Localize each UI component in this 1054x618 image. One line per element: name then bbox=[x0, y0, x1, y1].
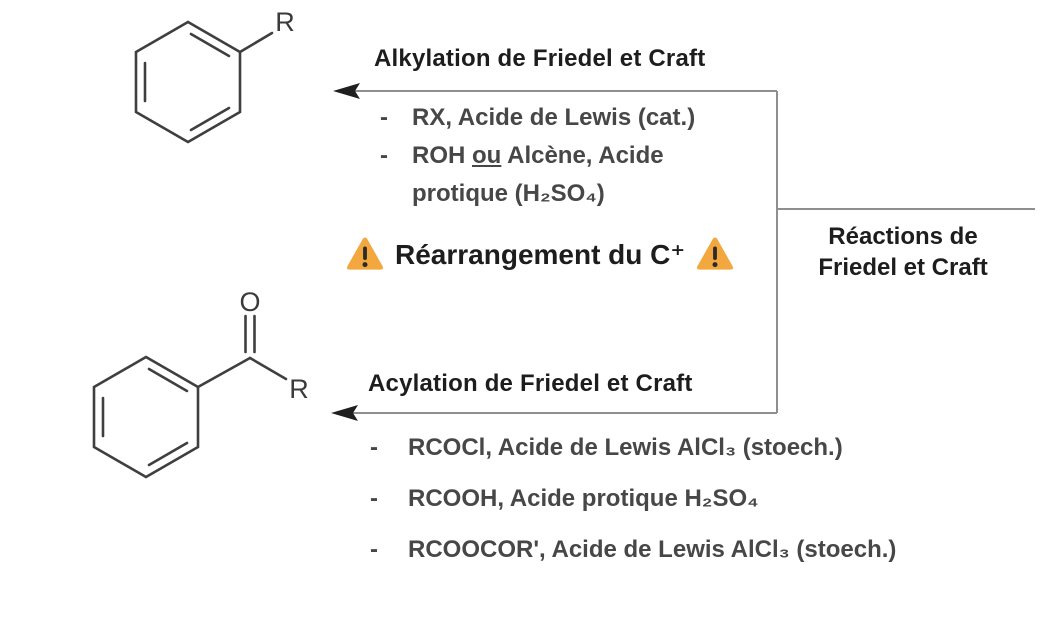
list-item: - ROH ou Alcène, Acide bbox=[380, 141, 695, 171]
condition-text: ROH ou Alcène, Acide bbox=[412, 141, 664, 171]
bond-to-substituent bbox=[238, 31, 274, 54]
reaction-category-label: Réactions de Friedel et Craft bbox=[779, 221, 1027, 283]
reaction-bracket bbox=[350, 90, 1035, 414]
condition-text-segment: Alcène, Acide bbox=[501, 142, 664, 169]
alkylation-title: Alkylation de Friedel et Craft bbox=[374, 45, 706, 72]
bullet-dash: - bbox=[370, 485, 378, 512]
benzene-ring bbox=[92, 355, 200, 479]
warning-text: Réarrangement du C⁺ bbox=[395, 239, 686, 270]
double-bond bbox=[189, 106, 231, 132]
acylation-arrowhead bbox=[331, 405, 358, 421]
condition-text: RCOCl, Acide de Lewis AlCl₃ (stoech.) bbox=[408, 434, 843, 461]
double-bond bbox=[147, 367, 189, 393]
list-item: - RCOCl, Acide de Lewis AlCl₃ (stoech.) bbox=[370, 433, 896, 463]
acylation-title: Acylation de Friedel et Craft bbox=[368, 370, 693, 397]
condition-text: RX, Acide de Lewis (cat.) bbox=[412, 104, 696, 131]
bullet-dash: - bbox=[380, 104, 388, 131]
alkylation-arrowhead bbox=[333, 83, 360, 99]
acylation-conditions-list: - RCOCl, Acide de Lewis AlCl₃ (stoech.) … bbox=[370, 433, 896, 586]
oxygen-label: O bbox=[239, 287, 260, 317]
alkylation-conditions-list: - RX, Acide de Lewis (cat.) - ROH ou Alc… bbox=[380, 103, 695, 217]
bullet-dash: - bbox=[380, 142, 388, 169]
bond-carbonyl-to-substituent bbox=[248, 356, 288, 381]
condition-text: protique (H₂SO₄) bbox=[412, 180, 605, 207]
substituent-label: R bbox=[275, 7, 295, 37]
rearrangement-warning: Réarrangement du C⁺ bbox=[345, 236, 735, 273]
alkyl-product-structure: R bbox=[134, 7, 295, 144]
condition-text-underlined: ou bbox=[472, 142, 502, 169]
condition-text: RCOOH, Acide protique H₂SO₄ bbox=[408, 485, 759, 512]
condition-text: RCOOCOR', Acide de Lewis AlCl₃ (stoech.) bbox=[408, 536, 897, 563]
benzene-ring bbox=[134, 20, 242, 144]
list-item: - RX, Acide de Lewis (cat.) bbox=[380, 103, 695, 133]
category-line: Friedel et Craft bbox=[818, 254, 988, 281]
condition-text-segment: ROH bbox=[412, 142, 472, 169]
bullet-dash: - bbox=[370, 434, 378, 461]
bond-ring-to-carbonyl bbox=[196, 356, 252, 389]
category-line: Réactions de bbox=[828, 223, 978, 250]
double-bond bbox=[147, 441, 189, 467]
warning-triangle-icon bbox=[697, 237, 734, 270]
substituent-label: R bbox=[289, 374, 309, 404]
acyl-product-structure: O R bbox=[92, 287, 309, 479]
double-bond bbox=[189, 32, 231, 58]
list-item: - RCOOCOR', Acide de Lewis AlCl₃ (stoech… bbox=[370, 535, 896, 565]
warning-triangle-icon bbox=[346, 237, 384, 270]
list-item-continuation: protique (H₂SO₄) bbox=[380, 179, 695, 209]
list-item: - RCOOH, Acide protique H₂SO₄ bbox=[370, 484, 896, 514]
bullet-dash: - bbox=[370, 536, 378, 563]
